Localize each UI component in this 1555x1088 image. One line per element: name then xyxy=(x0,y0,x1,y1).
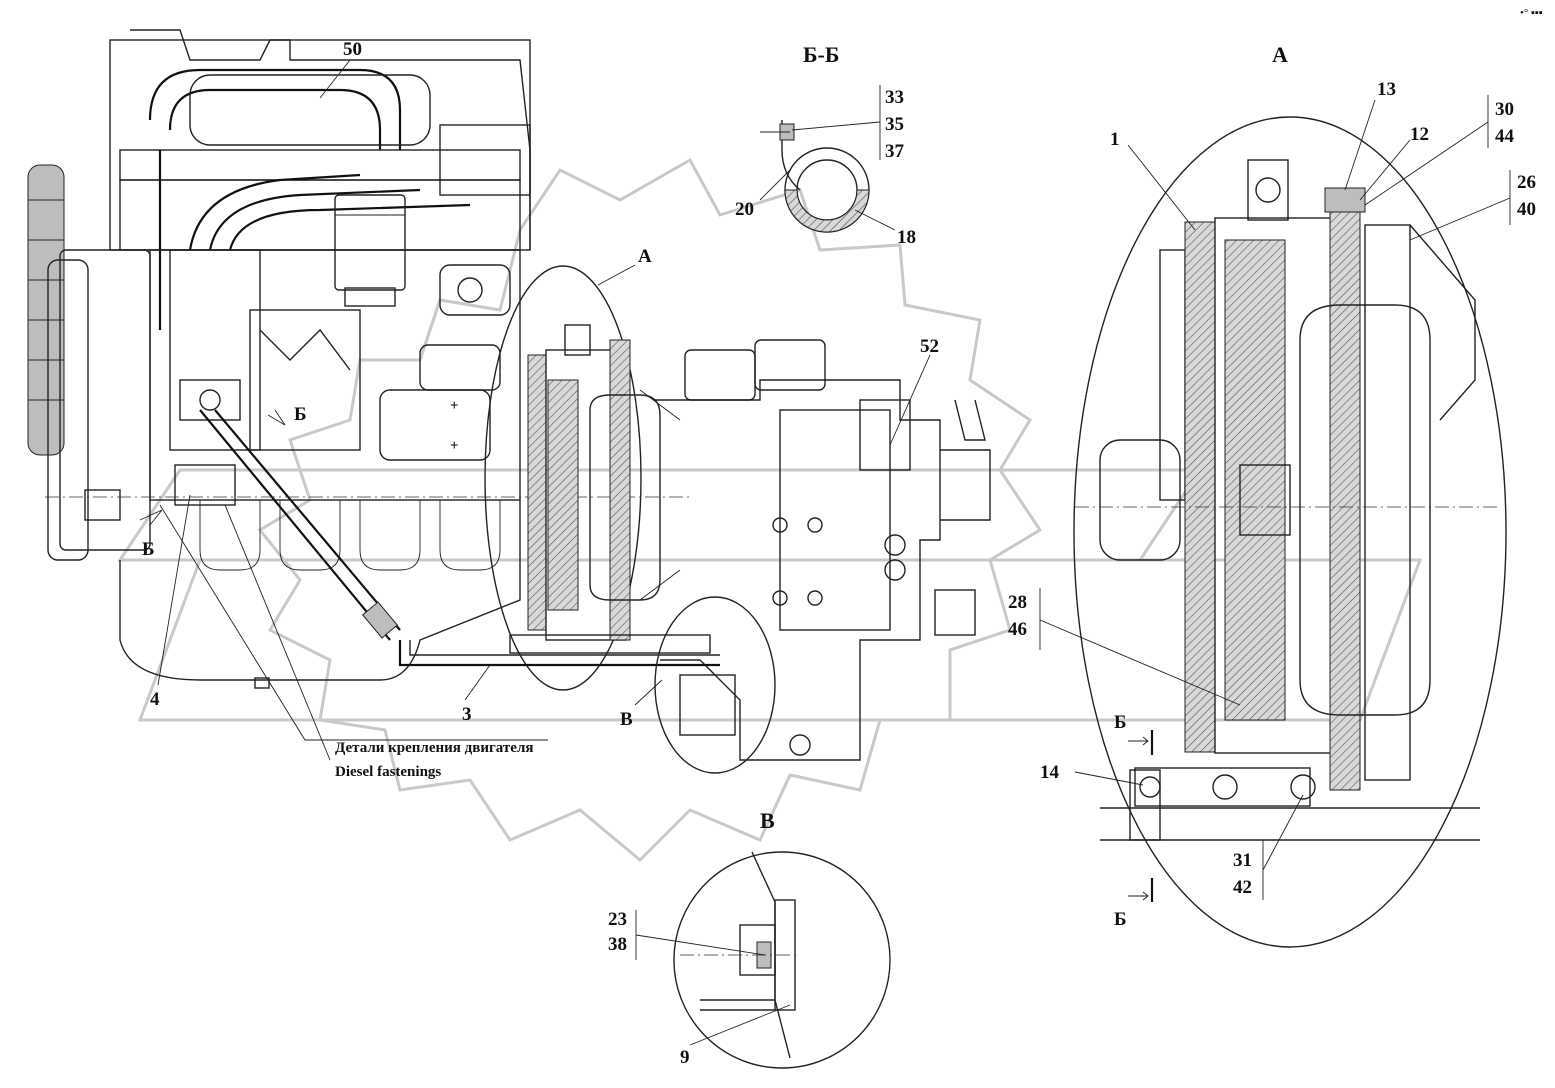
callout-v-pointer: В xyxy=(620,709,633,730)
callout-9: 9 xyxy=(680,1047,690,1068)
callout-42: 42 xyxy=(1233,877,1252,898)
callout-50: 50 xyxy=(343,39,362,60)
callout-28: 28 xyxy=(1008,592,1027,613)
svg-text:+: + xyxy=(450,438,459,454)
callout-33: 33 xyxy=(885,87,904,108)
section-bb xyxy=(760,120,870,233)
svg-text:+: + xyxy=(450,398,459,414)
title-view-v: В xyxy=(760,808,775,833)
callout-b-top: Б xyxy=(1114,712,1127,733)
callout-26: 26 xyxy=(1517,172,1536,193)
callout-13: 13 xyxy=(1377,79,1396,100)
fan-icon xyxy=(27,164,65,456)
callout-14: 14 xyxy=(1040,762,1060,783)
callout-a-pointer: А xyxy=(638,246,652,267)
fuel-filter xyxy=(334,194,406,291)
callout-31: 31 xyxy=(1233,850,1252,871)
corner-mark: •° ▪▪▪ xyxy=(1520,7,1543,19)
callout-52: 52 xyxy=(920,336,939,357)
callout-18: 18 xyxy=(897,227,916,248)
callout-b-arrow: Б xyxy=(294,404,307,425)
callout-40: 40 xyxy=(1517,199,1536,220)
title-view-a: А xyxy=(1272,42,1288,67)
title-section-bb: Б-Б xyxy=(803,42,839,67)
detail-v xyxy=(673,851,891,1069)
starter xyxy=(379,389,491,461)
callout-30: 30 xyxy=(1495,99,1514,120)
clutch-housing xyxy=(484,265,711,691)
labels: 50 Б-Б 33 35 37 20 18 А 52 Б Б 4 3 В 28 … xyxy=(142,7,1543,1068)
callout-37: 37 xyxy=(885,141,905,162)
callout-35: 35 xyxy=(885,114,904,135)
note-line-en: Diesel fastenings xyxy=(335,764,441,780)
callout-23: 23 xyxy=(608,909,627,930)
callout-46: 46 xyxy=(1008,619,1027,640)
callout-3: 3 xyxy=(462,704,472,725)
pipe-3 xyxy=(398,640,720,667)
callout-12: 12 xyxy=(1410,124,1429,145)
callout-38: 38 xyxy=(608,934,627,955)
callout-20: 20 xyxy=(735,199,754,220)
engine-assembly: ++ xyxy=(27,29,531,689)
leader-lines xyxy=(139,59,1511,1046)
detail-a xyxy=(1073,116,1507,948)
callout-4: 4 xyxy=(150,689,160,710)
callout-44: 44 xyxy=(1495,126,1515,147)
callout-b-bottom: Б xyxy=(1114,909,1127,930)
detail-v-circle xyxy=(654,596,776,774)
note-line-ru: Детали крепления двигателя xyxy=(335,740,533,756)
callout-1: 1 xyxy=(1110,129,1120,150)
detail-a-ellipse xyxy=(484,265,642,691)
gearbox xyxy=(654,339,991,774)
intake-manifold xyxy=(189,74,431,146)
callout-b-left: Б xyxy=(142,539,155,560)
